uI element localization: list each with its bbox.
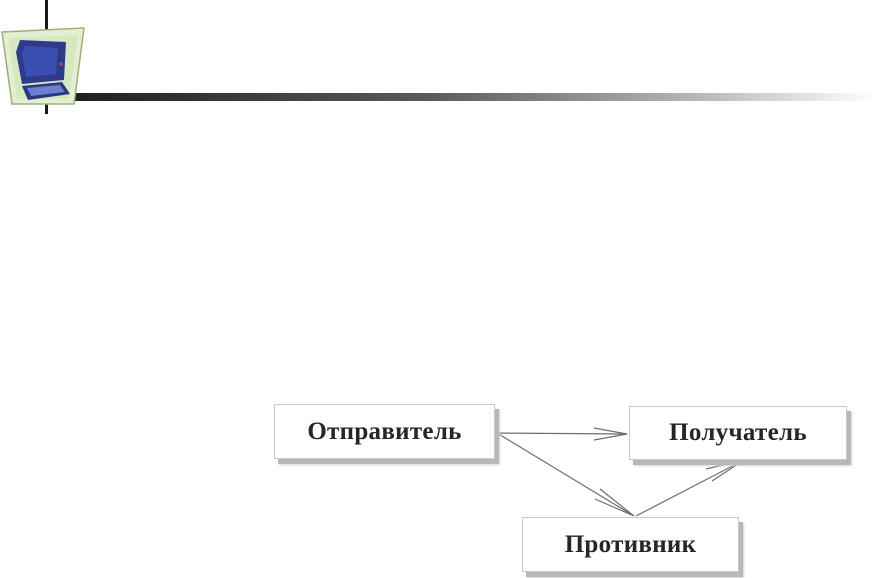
header-rule xyxy=(64,93,876,101)
computer-icon xyxy=(1,27,85,105)
header-decoration xyxy=(1,0,876,114)
node-adversary: Противник xyxy=(522,517,739,572)
node-receiver: Получатель xyxy=(629,406,847,460)
node-adversary-label: Противник xyxy=(564,530,697,558)
edge-sender-adversary xyxy=(496,432,635,517)
node-sender-label: Отправитель xyxy=(307,417,462,445)
header-vertical-line xyxy=(45,0,48,36)
node-sender: Отправитель xyxy=(274,404,495,459)
edge-adversary-receiver xyxy=(635,459,745,517)
node-receiver-label: Получатель xyxy=(669,419,807,446)
arrowhead-adversary-receiver xyxy=(705,459,745,482)
arrowhead-sender-adversary xyxy=(594,488,635,517)
arrowhead-sender-receiver xyxy=(593,427,628,441)
header-vertical-line-bottom xyxy=(45,104,48,114)
slide-header xyxy=(0,0,876,120)
edge-sender-receiver xyxy=(494,432,628,435)
